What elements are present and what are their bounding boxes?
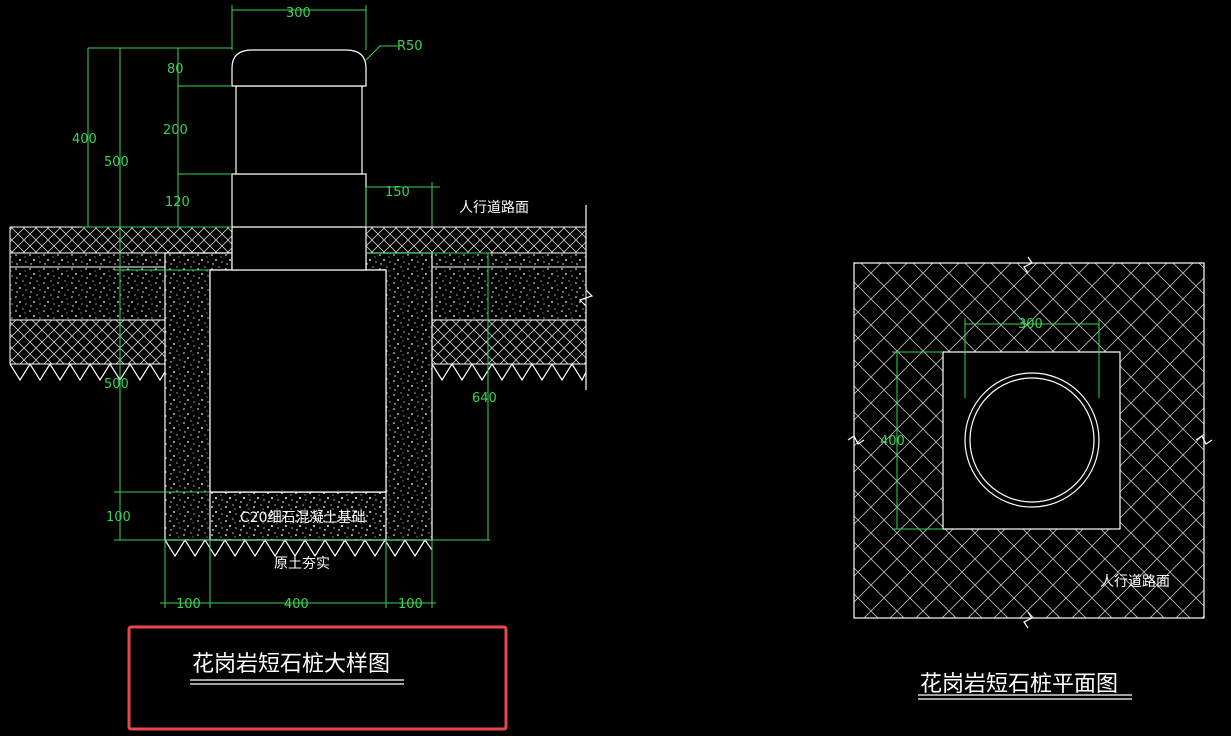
sand-layer-left	[9, 252, 166, 268]
label-soil: 原土夯实	[274, 556, 330, 572]
dim-foundation-depth: 640	[472, 391, 497, 406]
dim-base-thickness: 100	[106, 510, 131, 525]
pile-collar	[231, 173, 367, 271]
plan-dimensions	[892, 318, 1100, 530]
sand-layer-right	[431, 252, 587, 268]
dim-bottom-left: 100	[176, 597, 201, 612]
plan-label-sidewalk: 人行道路面	[1100, 574, 1170, 590]
pile-embedded	[209, 269, 387, 493]
pile-cap	[231, 49, 367, 87]
elevation-title: 花岗岩短石桩大样图	[192, 652, 390, 677]
concrete-layer-left	[9, 266, 166, 321]
dim-offset-150: 150	[385, 185, 410, 200]
title-selection-box[interactable]	[127, 625, 508, 731]
dim-upper-height: 200	[163, 123, 188, 138]
dim-collar-height: 120	[165, 195, 190, 210]
plan-view: 300 400 人行道路面	[847, 256, 1213, 629]
paving-layer-right	[365, 226, 587, 254]
concrete-layer-right	[431, 266, 587, 321]
gravel-layer-right	[431, 319, 587, 365]
soil-hatch-right	[431, 362, 587, 382]
dim-above-ground: 400	[72, 132, 97, 147]
label-foundation: C20细石混凝土基础	[240, 509, 366, 526]
dim-bottom-right: 100	[398, 597, 423, 612]
elevation-dimensions	[82, 5, 490, 608]
elevation-view: 300 R50 80 200 120 400 500 500 150 640 1…	[9, 5, 594, 612]
pile-upper	[235, 85, 363, 175]
dim-total-visible: 500	[104, 155, 129, 170]
foundation-base	[209, 491, 387, 541]
plan-dim-height: 400	[880, 434, 905, 449]
plan-title: 花岗岩短石桩平面图	[920, 672, 1118, 697]
dim-radius: R50	[397, 39, 423, 54]
gravel-layer-left	[9, 319, 166, 365]
dim-embed-depth: 500	[104, 377, 129, 392]
soil-hatch-bottom	[164, 538, 433, 558]
dim-top-width: 300	[286, 6, 311, 21]
dim-bottom-center: 400	[284, 597, 309, 612]
plan-pile-inner	[969, 377, 1095, 503]
plan-dim-width: 300	[1018, 317, 1043, 332]
label-sidewalk: 人行道路面	[459, 200, 529, 216]
dim-cap-height: 80	[167, 62, 184, 77]
soil-hatch-left	[9, 362, 166, 382]
break-line	[578, 205, 594, 390]
paving-layer-left	[9, 226, 233, 254]
